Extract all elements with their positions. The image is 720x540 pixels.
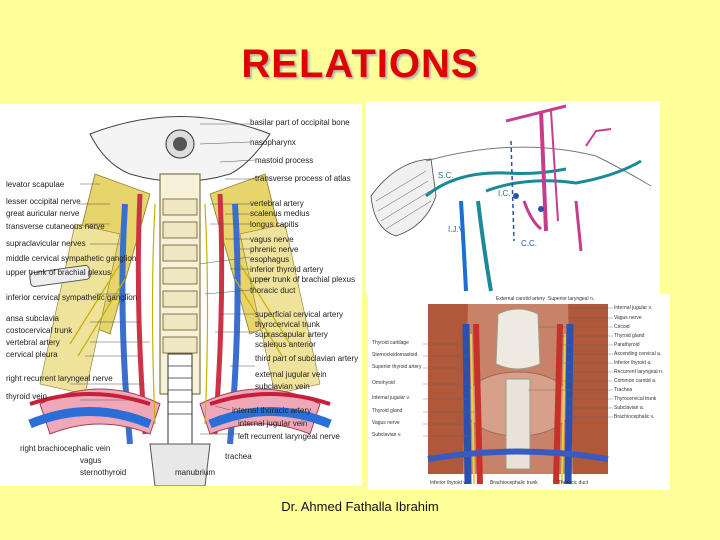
label-right-recurrent: right recurrent laryngeal nerve [6, 374, 113, 383]
label-int-jugular: internal jugular vein [238, 419, 308, 428]
dissection-label-ijv: Internal jugular v. [372, 395, 410, 401]
label-left-recurrent: left recurrent laryngeal nerve [238, 432, 340, 441]
dissection-label-brachiocephalic-trunk: Brachiocephalic trunk [490, 480, 538, 486]
label-scalenus-medius: scalenus medius [250, 209, 310, 218]
dissection-label-asc-cervical: Ascending cervical a. [614, 351, 662, 357]
dissection-label-ext-carotid: External carotid artery [496, 296, 545, 302]
label-ansa-subclavia: ansa subclavia [6, 314, 59, 323]
label-superficial-cervical: superficial cervical artery [255, 310, 344, 319]
label-lesser-occipital: lesser occipital nerve [6, 197, 81, 206]
label-vagus: vagus nerve [250, 235, 294, 244]
dissection-label-cca: Common carotid a. [614, 378, 657, 384]
dissection-label-thoracic-duct: Thoracic duct [558, 480, 589, 486]
label-longus-capitis: longus capitis [250, 220, 299, 229]
label-upper-trunk-l: upper trunk of brachial plexus [6, 268, 111, 277]
neck-root-illustration: basilar part of occipital bone nasophary… [0, 104, 362, 486]
label-nasopharynx: nasopharynx [250, 138, 296, 147]
dissection-label-parathyroid: Parathyroid [614, 342, 640, 348]
dissection-label-thyrocervical: Thyrocervical trunk [614, 396, 657, 402]
label-basilar: basilar part of occipital bone [250, 118, 350, 127]
label-vertebral-artery-r: vertebral artery [250, 199, 304, 208]
label-thyroid-vein: thyroid vein [6, 392, 47, 401]
label-sternothyroid: sternothyroid [80, 468, 127, 477]
slide-title: RELATIONS [241, 42, 479, 86]
dissection-label-subclavian-v: Subclavian v. [372, 432, 402, 438]
label-right-brachiocephalic: right brachiocephalic vein [20, 444, 111, 453]
dissection-label-sup-laryngeal: Superior laryngeal n. [548, 296, 595, 302]
label-vagus-l: vagus [80, 456, 102, 465]
dissection-label-inf-thyroid-a: Inferior thyroid a. [614, 360, 652, 366]
label-mastoid: mastoid process [255, 156, 314, 165]
label-middle-cervical-ganglion: middle cervical sympathetic ganglion [6, 254, 137, 263]
label-costocervical: costocervical trunk [6, 326, 73, 335]
label-vertebral-artery-l: vertebral artery [6, 338, 60, 347]
dissection-label-r-thyroid: Thyroid gland [614, 333, 645, 339]
label-int-thoracic: internal thoracic artery [232, 406, 312, 415]
sketch-label-ic: I.C. [498, 189, 511, 198]
sketch-label-cc: C.C. [521, 239, 537, 248]
label-inferior-cervical-ganglion: inferior cervical sympathetic ganglion [6, 293, 138, 302]
dissection-label-inf-thyroid-v: Inferior thyroid v. [430, 480, 467, 486]
vessel-sketch: S.C. I.J.V. C.C. I.C. [366, 101, 660, 294]
vessel-sketch-drawing [370, 104, 652, 292]
label-suprascapular: suprascapular artery [255, 330, 328, 339]
label-upper-trunk-r: upper trunk of brachial plexus [250, 275, 355, 284]
label-supraclavicular: supraclavicular nerves [6, 239, 86, 248]
label-inf-thyroid-r: inferior thyroid artery [250, 265, 324, 274]
dissection-label-omohyoid: Omohyoid [372, 380, 395, 386]
dissection-label-thyroid-gland: Thyroid gland [372, 408, 403, 414]
sketch-label-ijv: I.J.V. [448, 225, 466, 234]
label-transverse-process: transverse process of atlas [255, 174, 351, 183]
label-great-auricular: great auricular nerve [6, 209, 80, 218]
label-esophagus: esophagus [250, 255, 290, 264]
dissection-label-recurrent: Recurrent laryngeal n. [614, 369, 664, 375]
thyroid-dissection-image: External carotid artery Superior larynge… [368, 294, 670, 490]
label-manubrium: manubrium [175, 468, 216, 477]
dissection-label-sup-thyroid: Superior thyroid artery [372, 364, 422, 370]
dissection-label-trachea: Trachea [614, 387, 633, 393]
dissection-label-subclavian-a: Subclavian a. [614, 405, 645, 411]
label-third-part-subclavian: third part of subclavian artery [255, 354, 359, 363]
dissection-label-r-ijv: Internal jugular v. [614, 305, 652, 311]
neck-root-drawing [28, 116, 332, 486]
dissection-label-scm: Sternocleidomastoid [372, 352, 418, 358]
label-transverse-cutaneous: transverse cutaneous nerve [6, 222, 105, 231]
label-phrenic: phrenic nerve [250, 245, 299, 254]
dissection-label-thyroid-cartilage: Thyroid cartilage [372, 340, 409, 346]
label-subclavian-vein: subclavian vein [255, 382, 310, 391]
label-trachea: trachea [225, 452, 252, 461]
sketch-label-sc: S.C. [438, 171, 454, 180]
label-scalenus-anterior: scalenus anterior [255, 340, 316, 349]
thyroid-dissection-drawing [423, 304, 613, 485]
label-thyrocervical: thyrocervical trunk [255, 320, 320, 329]
dissection-label-r-vagus: Vagus nerve [614, 315, 642, 321]
label-cervical-pleura: cervical pleura [6, 350, 58, 359]
dissection-label-cricoid: Cricoid [614, 324, 630, 330]
label-ext-jugular: external jugular vein [255, 370, 327, 379]
label-levator-scapulae: levator scapulae [6, 180, 65, 189]
dissection-label-vagus: Vagus nerve [372, 420, 400, 426]
dissection-label-brachiocephalic-v: Brachiocephalic v. [614, 414, 655, 420]
author-footer: Dr. Ahmed Fathalla Ibrahim [281, 499, 439, 514]
label-thoracic-duct: thoracic duct [250, 286, 296, 295]
